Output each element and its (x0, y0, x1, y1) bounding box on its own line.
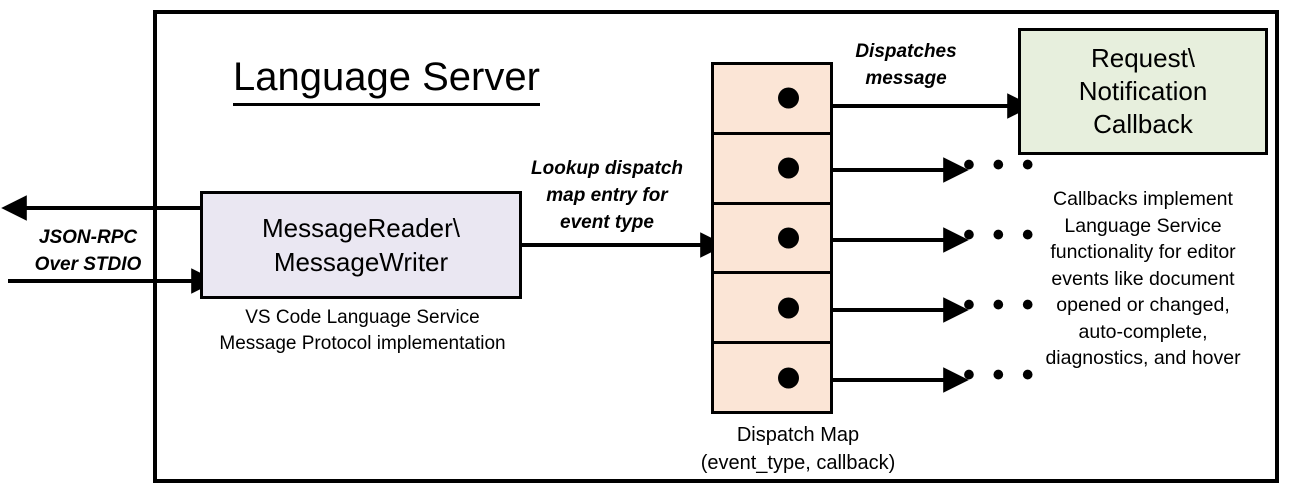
dispatch-entry-dot-icon (778, 227, 799, 249)
message-reader-writer-box[interactable]: MessageReader\ MessageWriter (200, 191, 522, 299)
lookup-edge-label: Lookup dispatch map entry for event type (512, 155, 702, 236)
dispatch-caption-line-2: (event_type, callback) (700, 452, 896, 474)
callback-box-caption: Callbacks implement Language Service fun… (1012, 186, 1274, 372)
dispatch-map-row[interactable] (714, 344, 830, 411)
dispatch-map-table[interactable] (711, 62, 833, 414)
dispatch-row-5-ellipsis: • • • (963, 356, 1038, 394)
jsonrpc-edge-label: JSON-RPC Over STDIO (18, 224, 158, 278)
callback-caption-line-6: auto-complete, (1078, 320, 1208, 343)
lookup-label-line-3: event type (560, 212, 654, 233)
dispatch-entry-dot-icon (778, 157, 799, 179)
message-writer-line: MessageWriter (273, 247, 449, 277)
lookup-label-line-2: map entry for (546, 185, 668, 206)
callback-box-label: Request\ Notification Callback (1079, 42, 1208, 141)
message-reader-writer-label: MessageReader\ MessageWriter (262, 211, 460, 279)
jsonrpc-label-line-1: JSON-RPC (38, 227, 138, 248)
jsonrpc-label-line-2: Over STDIO (34, 254, 142, 275)
message-reader-line: MessageReader\ (262, 213, 460, 243)
page-title: Language Server (233, 52, 540, 106)
dispatches-label-line-1: Dispatches (855, 41, 957, 62)
dispatch-map-row[interactable] (714, 205, 830, 275)
message-box-caption: VS Code Language Service Message Protoco… (185, 305, 540, 357)
dispatch-entry-dot-icon (778, 367, 799, 389)
language-server-boundary (153, 10, 1279, 483)
lookup-label-line-1: Lookup dispatch (531, 158, 683, 179)
dispatch-entry-dot-icon (778, 297, 799, 319)
callback-caption-line-4: events like document (1051, 267, 1235, 290)
dispatch-entry-dot-icon (778, 87, 799, 109)
callback-caption-line-2: Language Service (1064, 214, 1222, 237)
dispatches-label-line-2: message (865, 68, 947, 89)
dispatch-row-2-ellipsis: • • • (963, 146, 1038, 184)
message-caption-line-2: Message Protocol implementation (219, 333, 506, 354)
dispatch-map-row[interactable] (714, 274, 830, 345)
callback-caption-line-7: diagnostics, and hover (1045, 347, 1241, 369)
callback-caption-line-1: Callbacks implement (1053, 188, 1233, 210)
callback-caption-line-3: functionality for editor (1050, 241, 1236, 263)
request-notification-callback-box[interactable]: Request\ Notification Callback (1018, 28, 1268, 155)
callback-line-2: Notification (1078, 76, 1208, 106)
dispatch-map-caption: Dispatch Map (event_type, callback) (648, 421, 948, 477)
message-caption-line-1: VS Code Language Service (245, 307, 480, 328)
dispatches-edge-label: Dispatches message (832, 38, 980, 92)
callback-line-1: Request\ (1090, 43, 1196, 73)
callback-caption-line-5: opened or changed, (1056, 294, 1230, 316)
dispatch-map-row[interactable] (714, 65, 830, 135)
callback-line-3: Callback (1093, 109, 1193, 139)
dispatch-map-row[interactable] (714, 135, 830, 205)
dispatch-caption-line-1: Dispatch Map (736, 424, 860, 446)
